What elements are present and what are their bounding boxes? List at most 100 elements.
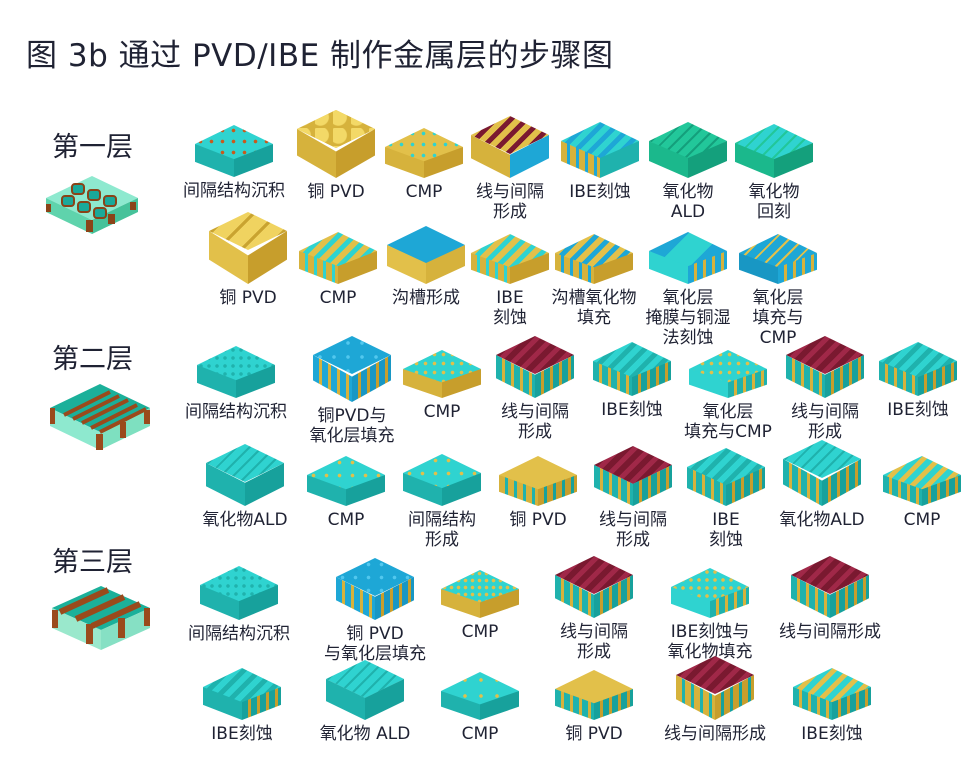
- step-label: 铜 PVD: [307, 182, 365, 202]
- line-space-formation-icon: [594, 446, 672, 506]
- layer-3-preview: [46, 580, 156, 660]
- layer-2-label: 第二层: [52, 344, 133, 375]
- step-label: 间隔结构沉积: [185, 402, 287, 422]
- copper-pvd-icon: [209, 212, 287, 284]
- line-space-formation-icon: [791, 556, 869, 618]
- step-label: 间隔结构 形成: [408, 510, 476, 550]
- oxide-fill-cmp-icon: [689, 350, 767, 398]
- step-label: IBE 刻蚀: [493, 288, 527, 328]
- copper-pvd-icon: [499, 456, 577, 506]
- step-label: 氧化物 ALD: [319, 724, 411, 744]
- step-label: 沟槽形成: [392, 288, 460, 308]
- layer-2-preview: [44, 378, 156, 462]
- step-label: 氧化物ALD: [779, 510, 865, 530]
- ibe-etch-icon: [793, 668, 871, 720]
- trench-formation-icon: [387, 226, 465, 284]
- layer-3-step-cu-pvd: 铜 PVD: [554, 670, 634, 744]
- mask-wet-etch-icon: [649, 232, 727, 284]
- ibe-etch-icon: [561, 122, 639, 178]
- layer-1-step-cmp: CMP: [384, 128, 464, 202]
- layer-2-step-cu-pvd: 铜 PVD: [498, 456, 578, 530]
- oxide-ald-icon: [649, 122, 727, 178]
- ibe-etch-icon: [879, 342, 957, 396]
- layer-2-step-line-space: 线与间隔 形成: [490, 336, 580, 442]
- step-label: 氧化层 掩膜与铜湿 法刻蚀: [645, 288, 731, 348]
- layer-3-label: 第三层: [52, 547, 133, 578]
- line-space-formation-icon: [555, 556, 633, 618]
- step-label: 铜 PVD: [565, 724, 623, 744]
- layer-1-step-line-space: 线与间隔 形成: [466, 116, 554, 222]
- cmp-icon: [403, 350, 481, 398]
- step-label: CMP: [319, 288, 357, 308]
- layer-2-step-spacer-formation: 间隔结构 形成: [396, 454, 488, 550]
- step-label: 线与间隔 形成: [476, 182, 544, 222]
- oxide-ald-icon: [206, 444, 284, 506]
- step-label: CMP: [461, 724, 499, 744]
- layer-2-step-cmp-2: CMP: [306, 456, 386, 530]
- layer-1-step-mask-wet-etch: 氧化层 掩膜与铜湿 法刻蚀: [640, 232, 736, 348]
- cmp-icon: [299, 232, 377, 284]
- layer-1-step-cmp-2: CMP: [298, 232, 378, 308]
- step-label: CMP: [461, 622, 499, 642]
- layer-3-step-line-space-3: 线与间隔形成: [652, 656, 778, 744]
- step-label: 线与间隔 形成: [791, 402, 859, 442]
- layer-1-step-trench-oxide-fill: 沟槽氧化物 填充: [540, 234, 648, 328]
- cmp-icon: [441, 570, 519, 618]
- line-space-formation-icon: [676, 656, 754, 720]
- step-label: 线与间隔 形成: [599, 510, 667, 550]
- step-label: CMP: [423, 402, 461, 422]
- cmp-icon: [441, 672, 519, 720]
- cmp-icon: [883, 456, 961, 506]
- layer-2-step-cmp-3: CMP: [880, 456, 964, 530]
- step-label: 氧化物 回刻: [748, 182, 800, 222]
- layer-3-step-line-space-2: 线与间隔形成: [766, 556, 894, 642]
- step-label: 氧化层 填充与CMP: [684, 402, 772, 442]
- oxide-fill-cmp-icon: [739, 234, 817, 284]
- step-label: IBE刻蚀: [569, 182, 631, 202]
- step-label: IBE刻蚀: [211, 724, 273, 744]
- layer-1-step-cu-pvd: 铜 PVD: [296, 110, 376, 202]
- ibe-etch-icon: [203, 668, 281, 720]
- step-label: IBE 刻蚀: [709, 510, 743, 550]
- oxide-etchback-icon: [735, 124, 813, 178]
- step-label: 线与间隔 形成: [501, 402, 569, 442]
- layer-2-step-ibe: IBE刻蚀: [592, 342, 672, 420]
- layer-3-step-oxide-ald: 氧化物 ALD: [310, 660, 420, 744]
- ibe-etch-icon: [471, 234, 549, 284]
- step-label: IBE刻蚀: [601, 400, 663, 420]
- spacer-deposition-icon: [200, 566, 278, 620]
- layer-1-step-ibe: IBE刻蚀: [558, 122, 642, 202]
- spacer-deposition-icon: [197, 346, 275, 398]
- step-label: IBE刻蚀: [887, 400, 949, 420]
- layer-2-step-line-space-3: 线与间隔 形成: [588, 446, 678, 550]
- cmp-icon: [385, 128, 463, 178]
- layer-1-step-ibe-2: IBE 刻蚀: [471, 234, 549, 328]
- line-space-formation-icon: [471, 116, 549, 178]
- copper-pvd-icon: [297, 110, 375, 178]
- layer-2-step-line-space-2: 线与间隔 形成: [780, 336, 870, 442]
- ibe-etch-icon: [593, 342, 671, 396]
- spacer-formation-icon: [403, 454, 481, 506]
- step-label: 氧化物ALD: [202, 510, 288, 530]
- layer-2-step-cu-oxide-fill: 铜PVD与 氧化层填充: [302, 336, 402, 446]
- layer-3-step-spacer-deposition: 间隔结构沉积: [176, 566, 302, 644]
- step-label: 铜PVD与 氧化层填充: [309, 406, 395, 446]
- trench-oxide-fill-icon: [555, 234, 633, 284]
- layer-3-step-cmp-2: CMP: [440, 672, 520, 744]
- layer-1-label: 第一层: [52, 132, 133, 163]
- layer-3-step-cmp: CMP: [440, 570, 520, 642]
- step-label: 铜 PVD: [509, 510, 567, 530]
- layer-1-step-oxide-etchback: 氧化物 回刻: [734, 124, 814, 222]
- step-label: 氧化层 填充与 CMP: [752, 288, 804, 348]
- step-label: CMP: [327, 510, 365, 530]
- figure-title: 图 3b 通过 PVD/IBE 制作金属层的步骤图: [26, 38, 614, 74]
- step-label: 沟槽氧化物 填充: [551, 288, 637, 328]
- layer-2-step-oxide-fill-cmp: 氧化层 填充与CMP: [670, 350, 786, 442]
- spacer-deposition-icon: [195, 125, 273, 177]
- step-label: 间隔结构沉积: [183, 181, 285, 201]
- layer-1-step-oxide-ald: 氧化物 ALD: [648, 122, 728, 222]
- layer-2-step-oxide-ald-2: 氧化物ALD: [770, 440, 874, 530]
- line-space-formation-icon: [496, 336, 574, 398]
- step-label: CMP: [903, 510, 941, 530]
- copper-pvd-icon: [555, 670, 633, 720]
